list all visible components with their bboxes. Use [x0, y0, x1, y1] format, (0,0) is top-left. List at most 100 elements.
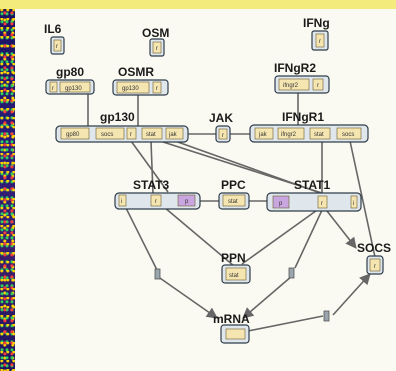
left-image-strip [0, 9, 15, 371]
ifngr2-species-ifngr2-label: ifngr2 [283, 83, 299, 89]
ifngr1-species-socs [336, 127, 362, 140]
stat3-label: STAT3 [133, 178, 170, 192]
edge [294, 207, 324, 269]
process-node[interactable] [288, 267, 295, 279]
stat1-species-r-label: r [321, 201, 323, 207]
gp80-species-r [49, 81, 58, 93]
edge [130, 140, 169, 193]
edge [349, 140, 376, 258]
edge [242, 275, 293, 319]
complex-osmr[interactable]: OSMR gp130 r [112, 65, 169, 96]
complex-stat3[interactable]: STAT3 i r p [114, 178, 201, 210]
ppc-label: PPC [221, 178, 246, 192]
ifng-species [315, 33, 325, 48]
complex-stat1[interactable]: STAT1 p r i [266, 178, 362, 212]
stat3-species-i-label: i [121, 199, 122, 205]
edge [326, 210, 357, 249]
stat3-species-r-label: r [155, 199, 157, 205]
gp80-label: gp80 [56, 65, 84, 79]
il6-label: IL6 [44, 22, 62, 36]
jak-label: JAK [209, 111, 233, 125]
gp130-species-r [126, 127, 137, 140]
ifngr1-species-ifngr2 [277, 127, 305, 140]
mrna-species [225, 328, 246, 340]
gp130-species-jak-label: jak [168, 132, 178, 138]
ifngr1-species-ifngr2-label: ifngr2 [281, 132, 297, 138]
process-node[interactable] [323, 310, 330, 322]
socs-species [369, 258, 381, 272]
gp130-species-stat-label: stat [146, 132, 156, 138]
ligand-ifng[interactable]: IFNg r [303, 16, 330, 51]
process-nodes [154, 267, 330, 322]
ppn-label: PPN [221, 251, 246, 265]
ifng-label: IFNg [303, 16, 330, 30]
ifngr2-species-ifngr2 [278, 78, 310, 91]
ligand-il6[interactable]: IL6 r [44, 22, 65, 55]
ppc-species-stat [222, 194, 246, 207]
ifngr1-label: IFNgR1 [282, 110, 324, 124]
complex-ppn[interactable]: PPN stat [221, 251, 251, 284]
stat1-label: STAT1 [294, 178, 331, 192]
jak-species-label: r [222, 133, 224, 139]
gp130-species-gp80-label: gp80 [66, 132, 80, 138]
stat3-species-p-label: p [185, 199, 189, 205]
edge [156, 275, 218, 319]
osmr-species-r-label: r [156, 86, 158, 92]
node-mrna[interactable]: mRNA [213, 312, 250, 344]
osm-species-label: r [156, 46, 158, 52]
edge [241, 207, 321, 265]
stat1-box[interactable] [266, 192, 362, 212]
ppc-species-stat-label: stat [228, 199, 238, 205]
socs-species-label: r [374, 264, 376, 270]
process-node[interactable] [154, 268, 161, 280]
osmr-label: OSMR [118, 65, 154, 79]
osm-species [152, 41, 162, 54]
ifngr2-label: IFNgR2 [274, 61, 316, 75]
edge [247, 315, 324, 332]
stat3-species-r [150, 194, 162, 207]
edge [157, 201, 235, 267]
mrna-label: mRNA [213, 312, 250, 326]
gp80-species-r-label: r [52, 86, 54, 92]
ppn-species-stat [225, 267, 247, 281]
edge [124, 205, 158, 271]
node-socs[interactable]: SOCS r [357, 241, 391, 275]
ppn-species-stat-label: stat [229, 273, 239, 279]
stat1-species-r [317, 195, 328, 209]
ifngr2-species-r [312, 78, 324, 91]
stat1-species-p [272, 195, 290, 209]
osmr-species-r [152, 81, 162, 94]
complex-ifngr1[interactable]: IFNgR1 jak ifngr2 stat socs [249, 110, 369, 143]
complex-gp130[interactable]: gp130 gp80 socs r stat jak [55, 110, 189, 143]
stat1-species-p-label: p [279, 201, 283, 207]
complex-gp80[interactable]: gp80 r gp130 [45, 65, 95, 95]
jak-species [218, 128, 228, 140]
il6-species-label: r [56, 44, 58, 50]
gp130-species-stat [141, 127, 163, 140]
gp130-species-socs [95, 127, 125, 140]
stat3-species-i [118, 194, 127, 207]
ifngr1-species-jak-label: jak [258, 132, 268, 138]
stat1-species-i-label: i [353, 201, 354, 207]
complex-ifngr2[interactable]: IFNgR2 ifngr2 r [274, 61, 330, 94]
gp130-species-socs-label: socs [101, 132, 113, 138]
gp130-species-r-label: r [130, 132, 132, 138]
socs-label: SOCS [357, 241, 391, 255]
node-jak[interactable]: JAK r [209, 111, 233, 143]
il6-species [53, 39, 62, 52]
ifngr1-species-jak [254, 127, 274, 140]
gp80-species-gp130-label: gp130 [65, 86, 82, 92]
ifngr1-species-socs-label: socs [342, 132, 354, 138]
edge [174, 140, 324, 195]
osmr-species-gp130-label: gp130 [122, 86, 139, 92]
ifngr1-species-stat [309, 127, 331, 140]
ifngr1-species-stat-label: stat [314, 132, 324, 138]
stat1-species-i [350, 195, 358, 209]
osmr-species-gp130 [116, 81, 150, 94]
ifng-species-label: r [319, 39, 321, 45]
gp130-label: gp130 [100, 110, 135, 124]
gp130-species-jak [165, 127, 184, 140]
diagram-canvas: IL6 r OSM r IFNg r gp80 r gp130 OSMR gp1… [15, 9, 396, 371]
complex-ppc[interactable]: PPC stat [218, 178, 250, 210]
ligand-osm[interactable]: OSM r [142, 26, 169, 57]
